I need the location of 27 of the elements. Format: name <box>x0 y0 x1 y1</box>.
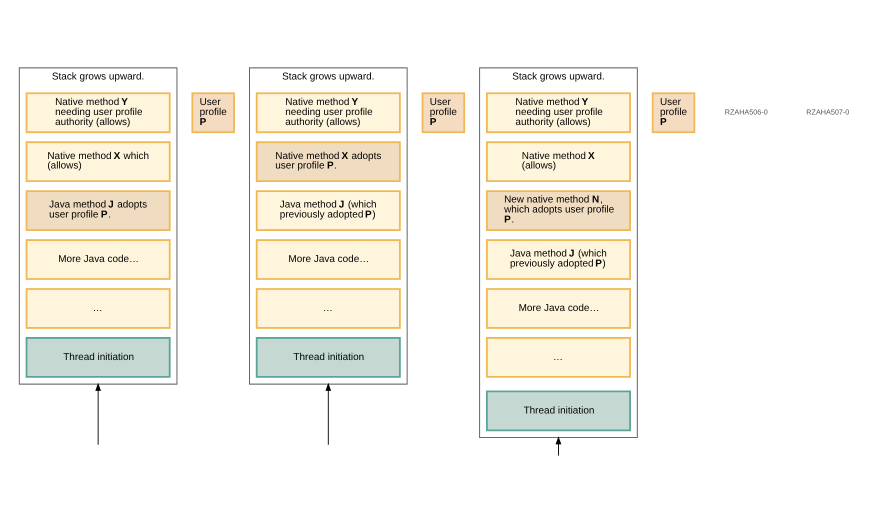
node-box: Java method J adopts user profile P. <box>26 190 171 231</box>
node-box: More Java code… <box>256 239 401 280</box>
node-box: Native method Y needing user profile authority (allows) <box>486 92 631 134</box>
arrow <box>325 382 332 446</box>
node-box: More Java code… <box>26 239 171 280</box>
arrow <box>95 382 101 446</box>
node-box: Java method J (which previously adopted P) <box>486 239 631 280</box>
node-box: Thread initiation <box>26 337 171 378</box>
node-box: User profile P <box>422 92 466 134</box>
node-box: New native method N, which adopts user profile P. <box>486 190 631 231</box>
node-box: User profile P <box>652 92 696 134</box>
node-box: Java method J (which previously adopted P) <box>256 190 401 231</box>
node-box: More Java code… <box>486 288 631 329</box>
node-box: Native method Y needing user profile authority (allows) <box>26 92 171 134</box>
node-box: Native method X (allows) <box>486 141 631 182</box>
node-box: … <box>256 288 401 329</box>
node-box: … <box>26 288 171 329</box>
node-box: Thread initiation <box>486 390 631 432</box>
node-box: User profile P <box>191 92 235 134</box>
label: RZAHA506-0 <box>724 107 768 116</box>
node-box: Native method X adopts user profile P. <box>256 141 401 182</box>
node-box: Native method X which (allows) <box>26 141 171 182</box>
node-box: … <box>486 337 631 378</box>
arrow <box>556 436 562 456</box>
node-box: Thread initiation <box>256 337 401 378</box>
node-box: Native method Y needing user profile authority (allows) <box>256 92 401 134</box>
label: RZAHA507-0 <box>806 107 850 116</box>
